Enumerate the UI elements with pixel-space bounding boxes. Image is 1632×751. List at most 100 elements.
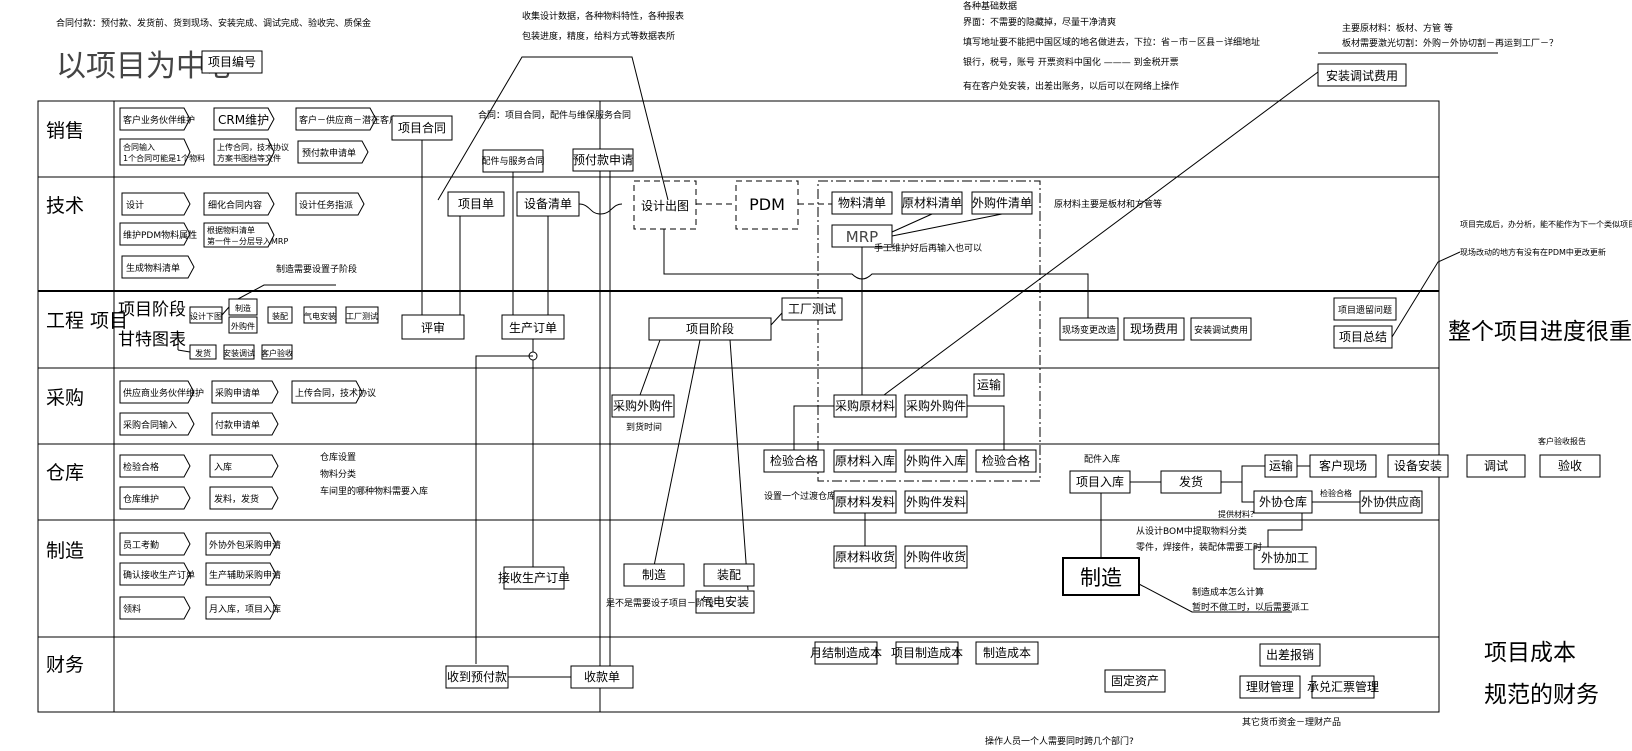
electrical-label: 气电安装 xyxy=(701,594,749,609)
basic-data-title: 各种基础数据 xyxy=(963,0,1017,12)
design-assign-label: 设计任务指派 xyxy=(299,199,353,211)
contract-note: 合同：项目合同，配件与维保服务合同 xyxy=(478,109,631,121)
gantt-install xyxy=(223,344,255,360)
material-flow-frame xyxy=(817,180,1041,482)
install-fee-box xyxy=(1190,317,1252,341)
gantt-ship-label: 发货 xyxy=(195,348,211,358)
bom-note-2: 零件，焊接件，装配体需要工时 xyxy=(1136,541,1262,553)
ship-outsource-link xyxy=(1241,482,1254,503)
bom-import-2: 第一件－分层导入MRP xyxy=(207,236,288,246)
install-fee-top-box xyxy=(1317,63,1407,87)
review-label: 评审 xyxy=(421,320,445,335)
stage-buy-link xyxy=(639,339,661,396)
project-cost-box xyxy=(895,641,959,665)
travel-box xyxy=(1259,643,1321,667)
project-cost-label: 项目制造成本 xyxy=(891,646,963,660)
collect-note-2: 包装进度，精度，给料方式等数据表所 xyxy=(522,30,675,42)
parts-in-label: 配件入库 xyxy=(1084,453,1120,465)
purchase-input-label: 采购合同输入 xyxy=(123,419,177,431)
raw-in-box xyxy=(833,449,897,473)
basic-data-1: 界面：不需要的隐藏掉，尽量干净清爽 xyxy=(963,16,1116,28)
gantt-links-2 xyxy=(177,349,191,353)
outsource-supplier-label: 外协供应商 xyxy=(1361,494,1421,509)
refine-contract-label: 细化合同内容 xyxy=(208,199,262,211)
debug-box xyxy=(1466,454,1526,478)
lane-label-finance: 财务 xyxy=(46,654,84,676)
factory-test-label: 工厂测试 xyxy=(788,301,836,316)
bom-note-1: 从设计BOM中提取物料分类 xyxy=(1136,525,1247,537)
transport-box xyxy=(973,373,1005,397)
outsource-inspect-link xyxy=(967,405,1005,450)
gen-bom-label: 生成物料清单 xyxy=(126,262,180,274)
receive-order-box xyxy=(503,566,565,590)
bom-import-arrow xyxy=(203,222,275,248)
receive-prepay-label: 收到预付款 xyxy=(447,670,507,684)
review-box xyxy=(401,314,465,340)
buy-outsource-label: 采购外购件 xyxy=(613,398,673,413)
gantt-electrical xyxy=(303,306,337,324)
project-contract-box xyxy=(391,115,453,141)
contract-input-1: 合同输入 xyxy=(123,142,155,152)
supplier-maint-arrow xyxy=(119,380,195,404)
wh-maint-label: 仓库维护 xyxy=(123,493,159,505)
wh-maint-arrow xyxy=(119,486,191,510)
refine-contract-arrow xyxy=(203,192,275,216)
outsource-req-arrow xyxy=(205,532,277,556)
install-fee-label: 安装调试费用 xyxy=(1194,324,1248,336)
accept-label: 验收 xyxy=(1558,458,1582,473)
main-material-2: 板材需要激光切割：外购－外协切割－再运到工厂－？ xyxy=(1342,37,1558,49)
travel-label: 出差报销 xyxy=(1266,647,1314,662)
outsource-req-label: 外协外包采购申请 xyxy=(209,539,281,551)
mrp-raw-link xyxy=(891,213,933,233)
accept-box xyxy=(1539,454,1601,478)
issue-arrow xyxy=(209,486,279,510)
transport-2-label: 运输 xyxy=(1269,458,1293,473)
upload-contract-2: 方案书图档等文件 xyxy=(217,153,281,163)
design-drawing-label: 设计出图 xyxy=(641,199,689,213)
inspect-label: 检验合格 xyxy=(123,461,159,473)
pdm-label: PDM xyxy=(749,195,785,214)
gantt-factory-test-label: 工厂测试 xyxy=(346,311,378,321)
stock-in-label: 入库 xyxy=(214,461,232,473)
gantt-make-label: 制造 xyxy=(235,303,251,313)
inspect-2-label: 检验合格 xyxy=(770,453,818,468)
gantt-install-label: 安装调试 xyxy=(223,348,255,358)
inspect-4-label: 检验合格 xyxy=(1320,488,1352,498)
substage-pointer xyxy=(237,284,336,300)
purchase-req-arrow xyxy=(211,380,279,404)
material-list-box xyxy=(831,191,893,215)
raw-receive-label: 原材料收货 xyxy=(835,549,895,564)
monthly-cost-label: 月结制造成本 xyxy=(810,646,882,660)
project-stage-box xyxy=(648,317,772,341)
parts-contract-label: 配件与服务合同 xyxy=(481,155,544,167)
equip-install-label: 设备安装 xyxy=(1394,458,1442,473)
project-cost-note: 项目成本 xyxy=(1484,640,1576,666)
manual-note: 手工维护好后再输入也可以 xyxy=(874,242,982,254)
transport-label: 运输 xyxy=(977,377,1001,392)
gantt-label-1: 项目阶段 xyxy=(118,300,186,320)
confirm-order-arrow xyxy=(119,562,191,586)
design-arrow xyxy=(121,192,191,216)
material-list-label: 物料清单 xyxy=(838,196,886,210)
gantt-design-dl-label: 设计下图 xyxy=(190,311,222,321)
summary-label: 项目总结 xyxy=(1339,330,1387,344)
gantt-factory-test xyxy=(345,306,379,324)
make-box xyxy=(623,563,685,587)
project-stage-label: 项目阶段 xyxy=(686,321,734,336)
gantt-assembly xyxy=(267,306,293,324)
prod-order-box xyxy=(501,314,565,340)
project-no-label: 项目编号 xyxy=(208,54,256,69)
wealth-box xyxy=(1239,675,1301,699)
attendance-label: 员工考勤 xyxy=(123,539,159,551)
install-fee-top-label: 安装调试费用 xyxy=(1326,68,1398,83)
basic-data-3: 银行，税号，账号 开票资料中国化 ——— 到金税开票 xyxy=(963,56,1179,68)
customer-maint-arrow xyxy=(119,107,191,131)
equip-install-box xyxy=(1387,454,1449,478)
wh-setup-label: 仓库设置 xyxy=(320,451,356,463)
pdm-attr-arrow xyxy=(119,222,191,246)
prepay-req-arrow xyxy=(297,140,369,164)
upload-contract-1: 上传合同，技术协议 xyxy=(217,142,289,152)
outsource-receive-label: 外购件收货 xyxy=(906,549,966,564)
supplier-label: 客户－供应商－潜在客户 xyxy=(299,114,398,126)
outsource-receive-box xyxy=(904,545,968,569)
